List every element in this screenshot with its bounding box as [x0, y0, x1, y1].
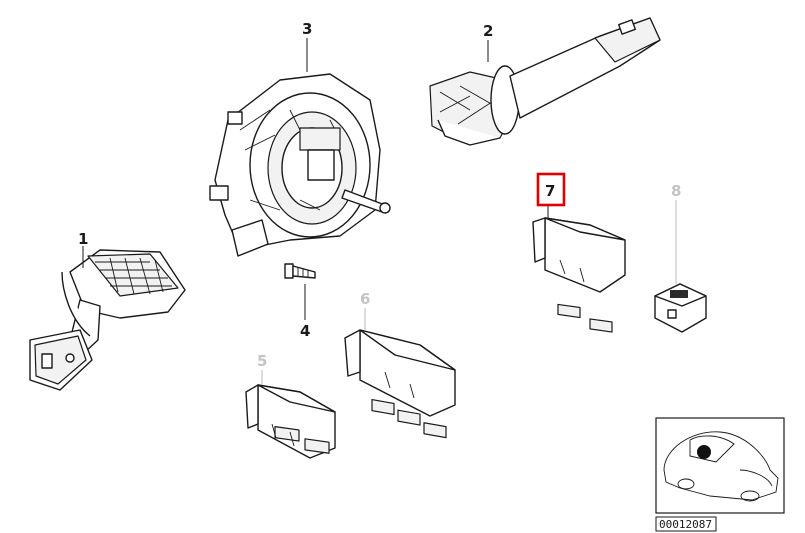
part-location-marker [697, 445, 711, 459]
part-2-turn-signal-switch[interactable] [429, 17, 661, 146]
label-part-4[interactable]: 4 [300, 322, 310, 340]
label-part-3[interactable]: 3 [302, 20, 312, 38]
label-part-1[interactable]: 1 [78, 230, 88, 248]
part-3-clock-spring[interactable] [209, 73, 391, 257]
label-part-7[interactable]: 7 [545, 182, 555, 200]
label-part-8[interactable]: 8 [671, 182, 681, 200]
label-part-5[interactable]: 5 [257, 352, 267, 370]
part-6-window-switch-block[interactable] [344, 329, 456, 439]
label-part-2[interactable]: 2 [483, 22, 493, 40]
part-4-bolt[interactable] [284, 263, 316, 279]
part-7-window-switch[interactable] [532, 217, 626, 333]
selected-part-highlight-box [536, 172, 566, 207]
part-5-window-switch-block[interactable] [245, 384, 336, 459]
part-8-small-switch[interactable] [654, 283, 707, 333]
label-part-6[interactable]: 6 [360, 290, 370, 308]
diagram-id-box [655, 516, 717, 532]
diagram-id: 00012087 [659, 518, 712, 531]
car-location-thumbnail[interactable] [655, 417, 785, 514]
part-1-wiper-switch[interactable] [29, 249, 186, 391]
